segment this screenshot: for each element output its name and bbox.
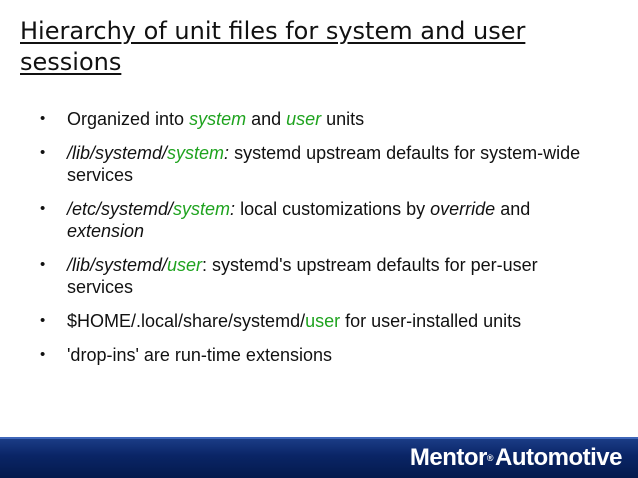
bullet-text: 'drop-ins' are run-time extensions xyxy=(67,345,332,365)
logo-text-mentor: Mentor xyxy=(409,444,488,471)
bullet-item: • $HOME/.local/share/systemd/user for use… xyxy=(40,310,600,332)
bullet-list: • Organized into system and user units • /l… xyxy=(40,108,600,378)
bullet-text: system xyxy=(173,199,231,219)
bullet-icon: • xyxy=(40,144,46,161)
bullet-text: Organized into xyxy=(67,109,190,129)
bullet-text: systemd upstream defaults for system-wid… xyxy=(67,143,581,185)
bullet-text: override xyxy=(430,199,496,219)
bullet-item: • 'drop-ins' are run-time extensions xyxy=(40,344,600,366)
bullet-text: for user-installed units xyxy=(340,311,522,331)
bullet-text: : xyxy=(230,199,236,219)
bullet-text: units xyxy=(321,109,365,129)
bullet-text: /lib/systemd/ xyxy=(67,143,168,163)
bullet-text: /lib/systemd/ xyxy=(67,255,168,275)
logo-registered-mark: ® xyxy=(486,453,494,463)
bullet-text: and xyxy=(495,199,531,219)
bullet-text: extension xyxy=(67,221,145,241)
bullet-item: • /lib/systemd/user: systemd's upstream d… xyxy=(40,254,600,298)
bullet-text: $HOME/.local/share/systemd/ xyxy=(67,311,306,331)
bullet-text: system xyxy=(167,143,225,163)
footer-stripe xyxy=(0,437,638,439)
bullet-icon: • xyxy=(40,346,46,363)
footer-bar: Mentor®Automotive xyxy=(0,437,638,478)
bullet-text: user xyxy=(167,255,203,275)
bullet-text: and xyxy=(246,109,287,129)
bullet-icon: • xyxy=(40,200,46,217)
slide-title: Hierarchy of unit files for system and u… xyxy=(20,17,526,76)
bullet-text: : xyxy=(224,143,230,163)
bullet-text: local customizations by xyxy=(235,199,431,219)
logo-text-automotive: Automotive xyxy=(495,444,623,471)
bullet-text: system xyxy=(189,109,247,129)
bullet-icon: • xyxy=(40,256,46,273)
bullet-icon: • xyxy=(40,110,46,127)
bullet-icon: • xyxy=(40,312,46,329)
bullet-text: /etc/systemd/ xyxy=(67,199,174,219)
bullet-item: • /etc/systemd/system: local customizatio… xyxy=(40,198,600,242)
bullet-text: : systemd's upstream defaults for per-us… xyxy=(67,255,538,297)
mentor-automotive-logo: Mentor®Automotive xyxy=(409,444,623,472)
bullet-text: user xyxy=(305,311,341,331)
bullet-item: • /lib/systemd/system: systemd upstream d… xyxy=(40,142,600,186)
bullet-text: user xyxy=(286,109,322,129)
bullet-item: • Organized into system and user units xyxy=(40,108,600,130)
